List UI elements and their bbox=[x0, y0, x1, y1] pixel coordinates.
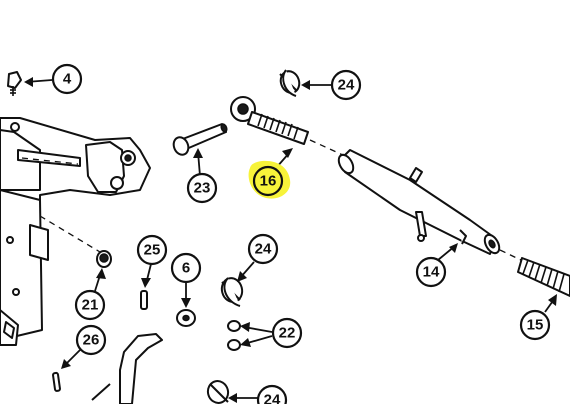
pin-part-26 bbox=[52, 371, 61, 392]
leader-arrow-26 bbox=[61, 359, 71, 369]
lynch-pin-part-24-middle bbox=[220, 277, 244, 307]
leader-arrow-16 bbox=[282, 148, 293, 158]
leader-arrow-4 bbox=[24, 77, 33, 87]
callout-6: 6 bbox=[170, 252, 202, 284]
main-bracket bbox=[0, 117, 151, 215]
callout-4: 4 bbox=[51, 63, 83, 95]
lever-arm bbox=[91, 333, 163, 404]
callout-23: 23 bbox=[186, 172, 218, 204]
leader-arrow-24-top bbox=[301, 80, 310, 90]
washer-part-6 bbox=[176, 309, 196, 327]
leader-arrow-23 bbox=[193, 148, 203, 158]
callout-24-bottom: 24 bbox=[256, 384, 288, 404]
svg-text:25: 25 bbox=[144, 242, 161, 259]
callout-14: 14 bbox=[415, 256, 447, 288]
callout-16: 16 bbox=[252, 165, 284, 197]
bushing-part-21 bbox=[96, 250, 112, 268]
svg-text:21: 21 bbox=[82, 297, 99, 314]
callout-24-middle: 24 bbox=[247, 233, 279, 265]
nuts-part-22 bbox=[227, 320, 241, 351]
callout-24-top: 24 bbox=[330, 69, 362, 101]
lynch-pin-part-24-bottom bbox=[206, 380, 230, 404]
svg-text:14: 14 bbox=[423, 264, 440, 281]
svg-text:15: 15 bbox=[527, 317, 544, 334]
leader-arrow-24-middle bbox=[237, 271, 247, 282]
leader-arrow-22a bbox=[240, 322, 250, 332]
axis-line-16-14 bbox=[309, 139, 346, 157]
top-link-tube-part-14 bbox=[337, 149, 501, 255]
leader-arrow-24-bottom bbox=[228, 393, 237, 403]
pin-part-23 bbox=[172, 123, 228, 156]
callout-26: 26 bbox=[75, 324, 107, 356]
leader-arrow-25 bbox=[141, 278, 151, 288]
side-plate bbox=[0, 189, 49, 346]
svg-text:24: 24 bbox=[338, 77, 355, 94]
roll-pin-part-25 bbox=[140, 290, 148, 310]
svg-text:24: 24 bbox=[264, 392, 281, 404]
svg-text:23: 23 bbox=[194, 180, 211, 197]
rod-end-part-16 bbox=[230, 96, 309, 145]
leader-arrow-21 bbox=[96, 268, 106, 279]
svg-text:24: 24 bbox=[255, 241, 272, 258]
callout-15: 15 bbox=[519, 309, 551, 341]
threaded-rod-part-15 bbox=[517, 257, 570, 297]
axis-line-21 bbox=[39, 215, 101, 253]
leader-arrow-6 bbox=[181, 298, 191, 308]
svg-text:26: 26 bbox=[83, 332, 100, 349]
leader-arrow-15 bbox=[548, 294, 557, 306]
callout-22: 22 bbox=[271, 317, 303, 349]
svg-text:6: 6 bbox=[182, 260, 190, 277]
callout-25: 25 bbox=[136, 234, 168, 266]
bolt-part-4 bbox=[7, 71, 22, 96]
svg-text:4: 4 bbox=[63, 71, 72, 88]
lynch-pin-part-24-top bbox=[279, 69, 301, 97]
leader-arrow-22b bbox=[240, 338, 251, 347]
leader-arrow-14 bbox=[449, 243, 458, 253]
svg-text:16: 16 bbox=[260, 173, 277, 190]
svg-text:22: 22 bbox=[279, 325, 296, 342]
callout-21: 21 bbox=[74, 289, 106, 321]
